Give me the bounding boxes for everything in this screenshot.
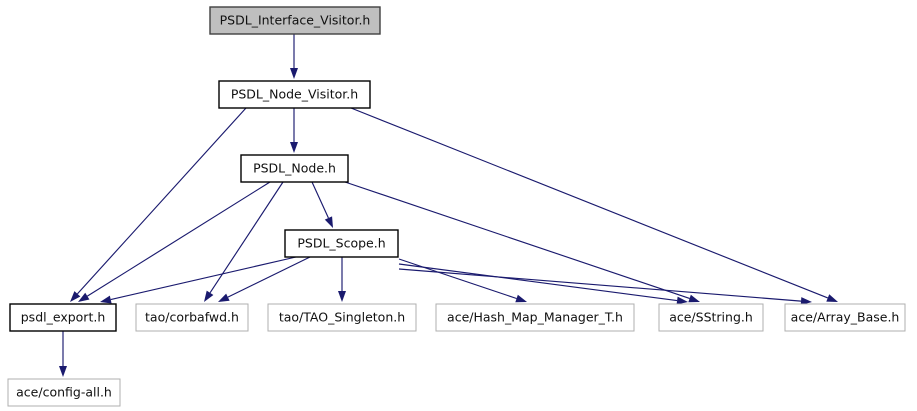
dependency-edge bbox=[398, 263, 688, 305]
edge-line bbox=[398, 263, 678, 302]
graph-node-ace_sstring[interactable]: ace/SString.h bbox=[658, 303, 764, 332]
node-box[interactable] bbox=[209, 6, 381, 35]
edge-arrowhead-icon bbox=[100, 295, 112, 304]
dependency-edge bbox=[100, 256, 297, 304]
dependency-edge bbox=[204, 181, 284, 302]
edge-arrowhead-icon bbox=[59, 366, 67, 377]
node-box[interactable] bbox=[658, 303, 764, 332]
edge-arrowhead-icon bbox=[676, 296, 688, 305]
node-box[interactable] bbox=[9, 303, 117, 332]
edge-arrowhead-icon bbox=[324, 216, 333, 228]
edges-layer bbox=[59, 34, 838, 377]
dependency-edge bbox=[218, 256, 311, 302]
edge-line bbox=[87, 181, 271, 297]
edge-arrowhead-icon bbox=[290, 68, 298, 79]
edge-arrowhead-icon bbox=[290, 142, 298, 153]
node-box[interactable] bbox=[218, 80, 371, 109]
edge-arrowhead-icon bbox=[218, 293, 230, 302]
edge-arrowhead-icon bbox=[800, 297, 812, 306]
graph-node-psdl_scope[interactable]: PSDL_Scope.h bbox=[284, 229, 399, 258]
edge-arrowhead-icon bbox=[515, 294, 527, 303]
dependency-edge bbox=[78, 181, 271, 302]
graph-node-ace_array_base[interactable]: ace/Array_Base.h bbox=[784, 303, 906, 332]
edge-line bbox=[76, 107, 247, 295]
nodes-layer: PSDL_Interface_Visitor.hPSDL_Node_Visito… bbox=[7, 6, 906, 407]
edge-line bbox=[311, 181, 329, 219]
node-box[interactable] bbox=[240, 154, 349, 183]
dependency-edge bbox=[311, 181, 333, 228]
edge-arrowhead-icon bbox=[826, 294, 838, 302]
graph-node-ace_config_all[interactable]: ace/config-all.h bbox=[7, 378, 121, 407]
node-box[interactable] bbox=[135, 303, 249, 332]
node-box[interactable] bbox=[435, 303, 635, 332]
graph-node-tao_corbafwd[interactable]: tao/corbafwd.h bbox=[135, 303, 249, 332]
node-box[interactable] bbox=[7, 378, 121, 407]
dependency-edge bbox=[344, 181, 700, 303]
graph-node-psdl_export[interactable]: psdl_export.h bbox=[9, 303, 117, 332]
edge-line bbox=[398, 268, 802, 302]
edge-arrowhead-icon bbox=[70, 291, 81, 302]
dependency-edge bbox=[398, 258, 527, 303]
edge-arrowhead-icon bbox=[338, 291, 346, 302]
dependency-edge bbox=[338, 257, 346, 302]
edge-arrowhead-icon bbox=[204, 290, 214, 302]
edge-arrowhead-icon bbox=[78, 292, 90, 302]
dependency-edge bbox=[70, 107, 247, 302]
edge-line bbox=[110, 256, 297, 301]
graph-node-psdl_interface_visitor[interactable]: PSDL_Interface_Visitor.h bbox=[209, 6, 381, 35]
edge-line bbox=[344, 181, 690, 300]
edge-line bbox=[227, 256, 311, 298]
graph-node-psdl_node[interactable]: PSDL_Node.h bbox=[240, 154, 349, 183]
edge-line bbox=[398, 258, 517, 300]
dependency-edge bbox=[290, 108, 298, 153]
graph-node-tao_tao_singleton[interactable]: tao/TAO_Singleton.h bbox=[267, 303, 417, 332]
dependency-edge bbox=[398, 268, 812, 306]
graph-node-ace_hash_map_manager_t[interactable]: ace/Hash_Map_Manager_T.h bbox=[435, 303, 635, 332]
node-box[interactable] bbox=[267, 303, 417, 332]
edge-line bbox=[350, 107, 828, 299]
graph-node-psdl_node_visitor[interactable]: PSDL_Node_Visitor.h bbox=[218, 80, 371, 109]
node-box[interactable] bbox=[284, 229, 399, 258]
dependency-edge bbox=[59, 331, 67, 377]
dependency-edge bbox=[290, 34, 298, 79]
dependency-edge bbox=[350, 107, 838, 302]
node-box[interactable] bbox=[784, 303, 906, 332]
edge-arrowhead-icon bbox=[688, 294, 700, 303]
